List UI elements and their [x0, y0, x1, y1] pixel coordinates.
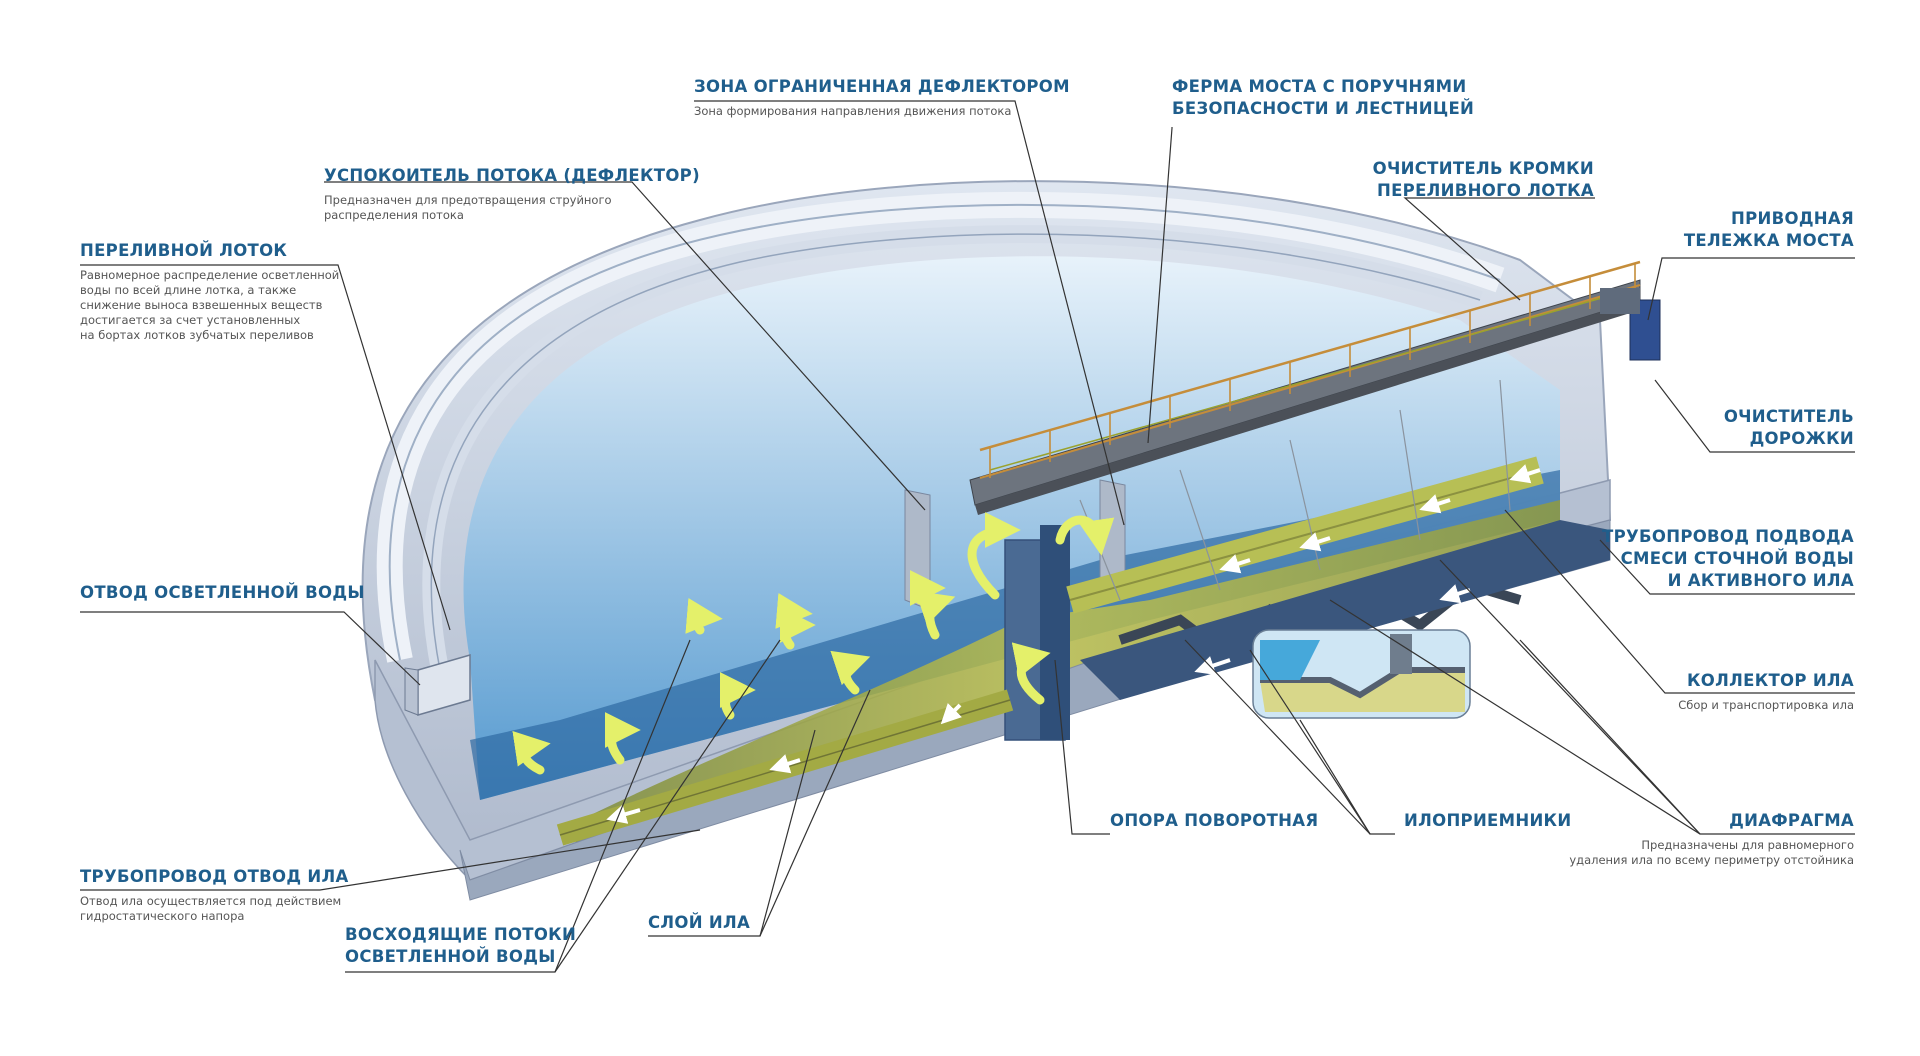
label-desc-line5: на бортах лотков зубчатых переливов — [80, 328, 314, 342]
label-title: ОПОРА ПОВОРОТНАЯ — [1110, 811, 1319, 830]
label-title-line1: ВОСХОДЯЩИЕ ПОТОКИ — [345, 925, 577, 944]
label-title: КОЛЛЕКТОР ИЛА — [1687, 671, 1854, 690]
label-desc-line1: Предназначен для предотвращения струйног… — [324, 193, 612, 207]
sludge-arrows — [606, 464, 1541, 824]
label-diaphragm: ДИАФРАГМА Предназначены для равномерного… — [1569, 810, 1854, 868]
label-desc: Зона формирования направления движения п… — [694, 104, 1012, 118]
label-desc-line1: Предназначены для равномерного — [1641, 838, 1854, 852]
label-bridge-truss: ФЕРМА МОСТА С ПОРУЧНЯМИ БЕЗОПАСНОСТИ И Л… — [1172, 76, 1474, 120]
label-sludge-layer: СЛОЙ ИЛА — [648, 912, 750, 934]
label-title-line1: ФЕРМА МОСТА С ПОРУЧНЯМИ — [1172, 77, 1467, 96]
label-desc-line1: Равномерное распределение осветленной — [80, 268, 340, 282]
label-sludge-intakes: ИЛОПРИЕМНИКИ — [1404, 810, 1571, 832]
label-desc: Сбор и транспортировка ила — [1678, 698, 1854, 712]
label-rotary-support: ОПОРА ПОВОРОТНАЯ — [1110, 810, 1318, 832]
label-title: ДИАФРАГМА — [1729, 811, 1854, 830]
label-title: УСПОКОИТЕЛЬ ПОТОКА (ДЕФЛЕКТОР) — [324, 166, 700, 185]
label-title: ЗОНА ОГРАНИЧЕННАЯ ДЕФЛЕКТОРОМ — [694, 77, 1070, 96]
label-rising-flows: ВОСХОДЯЩИЕ ПОТОКИ ОСВЕТЛЕННОЙ ВОДЫ — [345, 924, 576, 968]
label-desc-line4: достигается за счет установленных — [80, 313, 301, 327]
label-desc-line2: удаления ила по всему периметру отстойни… — [1569, 853, 1854, 867]
label-title-line1: ТРУБОПРОВОД ПОДВОДА — [1602, 527, 1854, 546]
flow-arrows — [512, 512, 1115, 775]
label-track-cleaner: ОЧИСТИТЕЛЬ ДОРОЖКИ — [1724, 406, 1854, 450]
label-inlet-pipe: ТРУБОПРОВОД ПОДВОДА СМЕСИ СТОЧНОЙ ВОДЫ И… — [1602, 526, 1854, 592]
detail-inset — [1252, 629, 1471, 719]
label-flow-calmer: УСПОКОИТЕЛЬ ПОТОКА (ДЕФЛЕКТОР) Предназна… — [324, 165, 700, 223]
label-drive-carriage: ПРИВОДНАЯ ТЕЛЕЖКА МОСТА — [1684, 208, 1854, 252]
label-title-line2: ОСВЕТЛЕННОЙ ВОДЫ — [345, 947, 556, 966]
tank-body — [361, 180, 1612, 901]
label-title-line2: СМЕСИ СТОЧНОЙ ВОДЫ — [1620, 549, 1854, 568]
leader-lines — [80, 100, 1855, 973]
bridge-truss — [969, 260, 1661, 601]
label-title-line1: ОЧИСТИТЕЛЬ КРОМКИ — [1372, 159, 1594, 178]
label-title-line2: ДОРОЖКИ — [1749, 429, 1854, 448]
label-desc-line1: Отвод ила осуществляется под действием — [80, 894, 342, 908]
label-desc-line2: гидростатического напора — [80, 909, 245, 923]
label-title: ОТВОД ОСВЕТЛЕННОЙ ВОДЫ — [80, 583, 365, 602]
label-title: ПЕРЕЛИВНОЙ ЛОТОК — [80, 241, 288, 260]
label-clarified-outlet: ОТВОД ОСВЕТЛЕННОЙ ВОДЫ — [80, 582, 365, 604]
label-title-line3: И АКТИВНОГО ИЛА — [1667, 571, 1854, 590]
label-sludge-collector: КОЛЛЕКТОР ИЛА Сбор и транспортировка ила — [1678, 670, 1854, 713]
label-desc-line2: распределения потока — [324, 208, 464, 222]
label-title-line1: ОЧИСТИТЕЛЬ — [1723, 407, 1854, 426]
label-zona-deflector: ЗОНА ОГРАНИЧЕННАЯ ДЕФЛЕКТОРОМ Зона форми… — [694, 76, 1070, 119]
label-title-line2: ПЕРЕЛИВНОГО ЛОТКА — [1377, 181, 1594, 200]
label-title: ИЛОПРИЕМНИКИ — [1404, 811, 1572, 830]
label-overflow-trough: ПЕРЕЛИВНОЙ ЛОТОК Равномерное распределен… — [80, 240, 339, 343]
label-sludge-outlet-pipe: ТРУБОПРОВОД ОТВОД ИЛА Отвод ила осуществ… — [80, 866, 349, 924]
label-title: СЛОЙ ИЛА — [648, 913, 751, 932]
label-title-line2: БЕЗОПАСНОСТИ И ЛЕСТНИЦЕЙ — [1172, 99, 1475, 118]
label-edge-cleaner: ОЧИСТИТЕЛЬ КРОМКИ ПЕРЕЛИВНОГО ЛОТКА — [1373, 158, 1594, 202]
label-title-line1: ПРИВОДНАЯ — [1731, 209, 1854, 228]
label-title: ТРУБОПРОВОД ОТВОД ИЛА — [80, 867, 349, 886]
label-desc-line3: снижение выноса взвешенных веществ — [80, 298, 323, 312]
label-desc-line2: воды по всей длине лотка, а также — [80, 283, 297, 297]
label-title-line2: ТЕЛЕЖКА МОСТА — [1683, 231, 1854, 250]
